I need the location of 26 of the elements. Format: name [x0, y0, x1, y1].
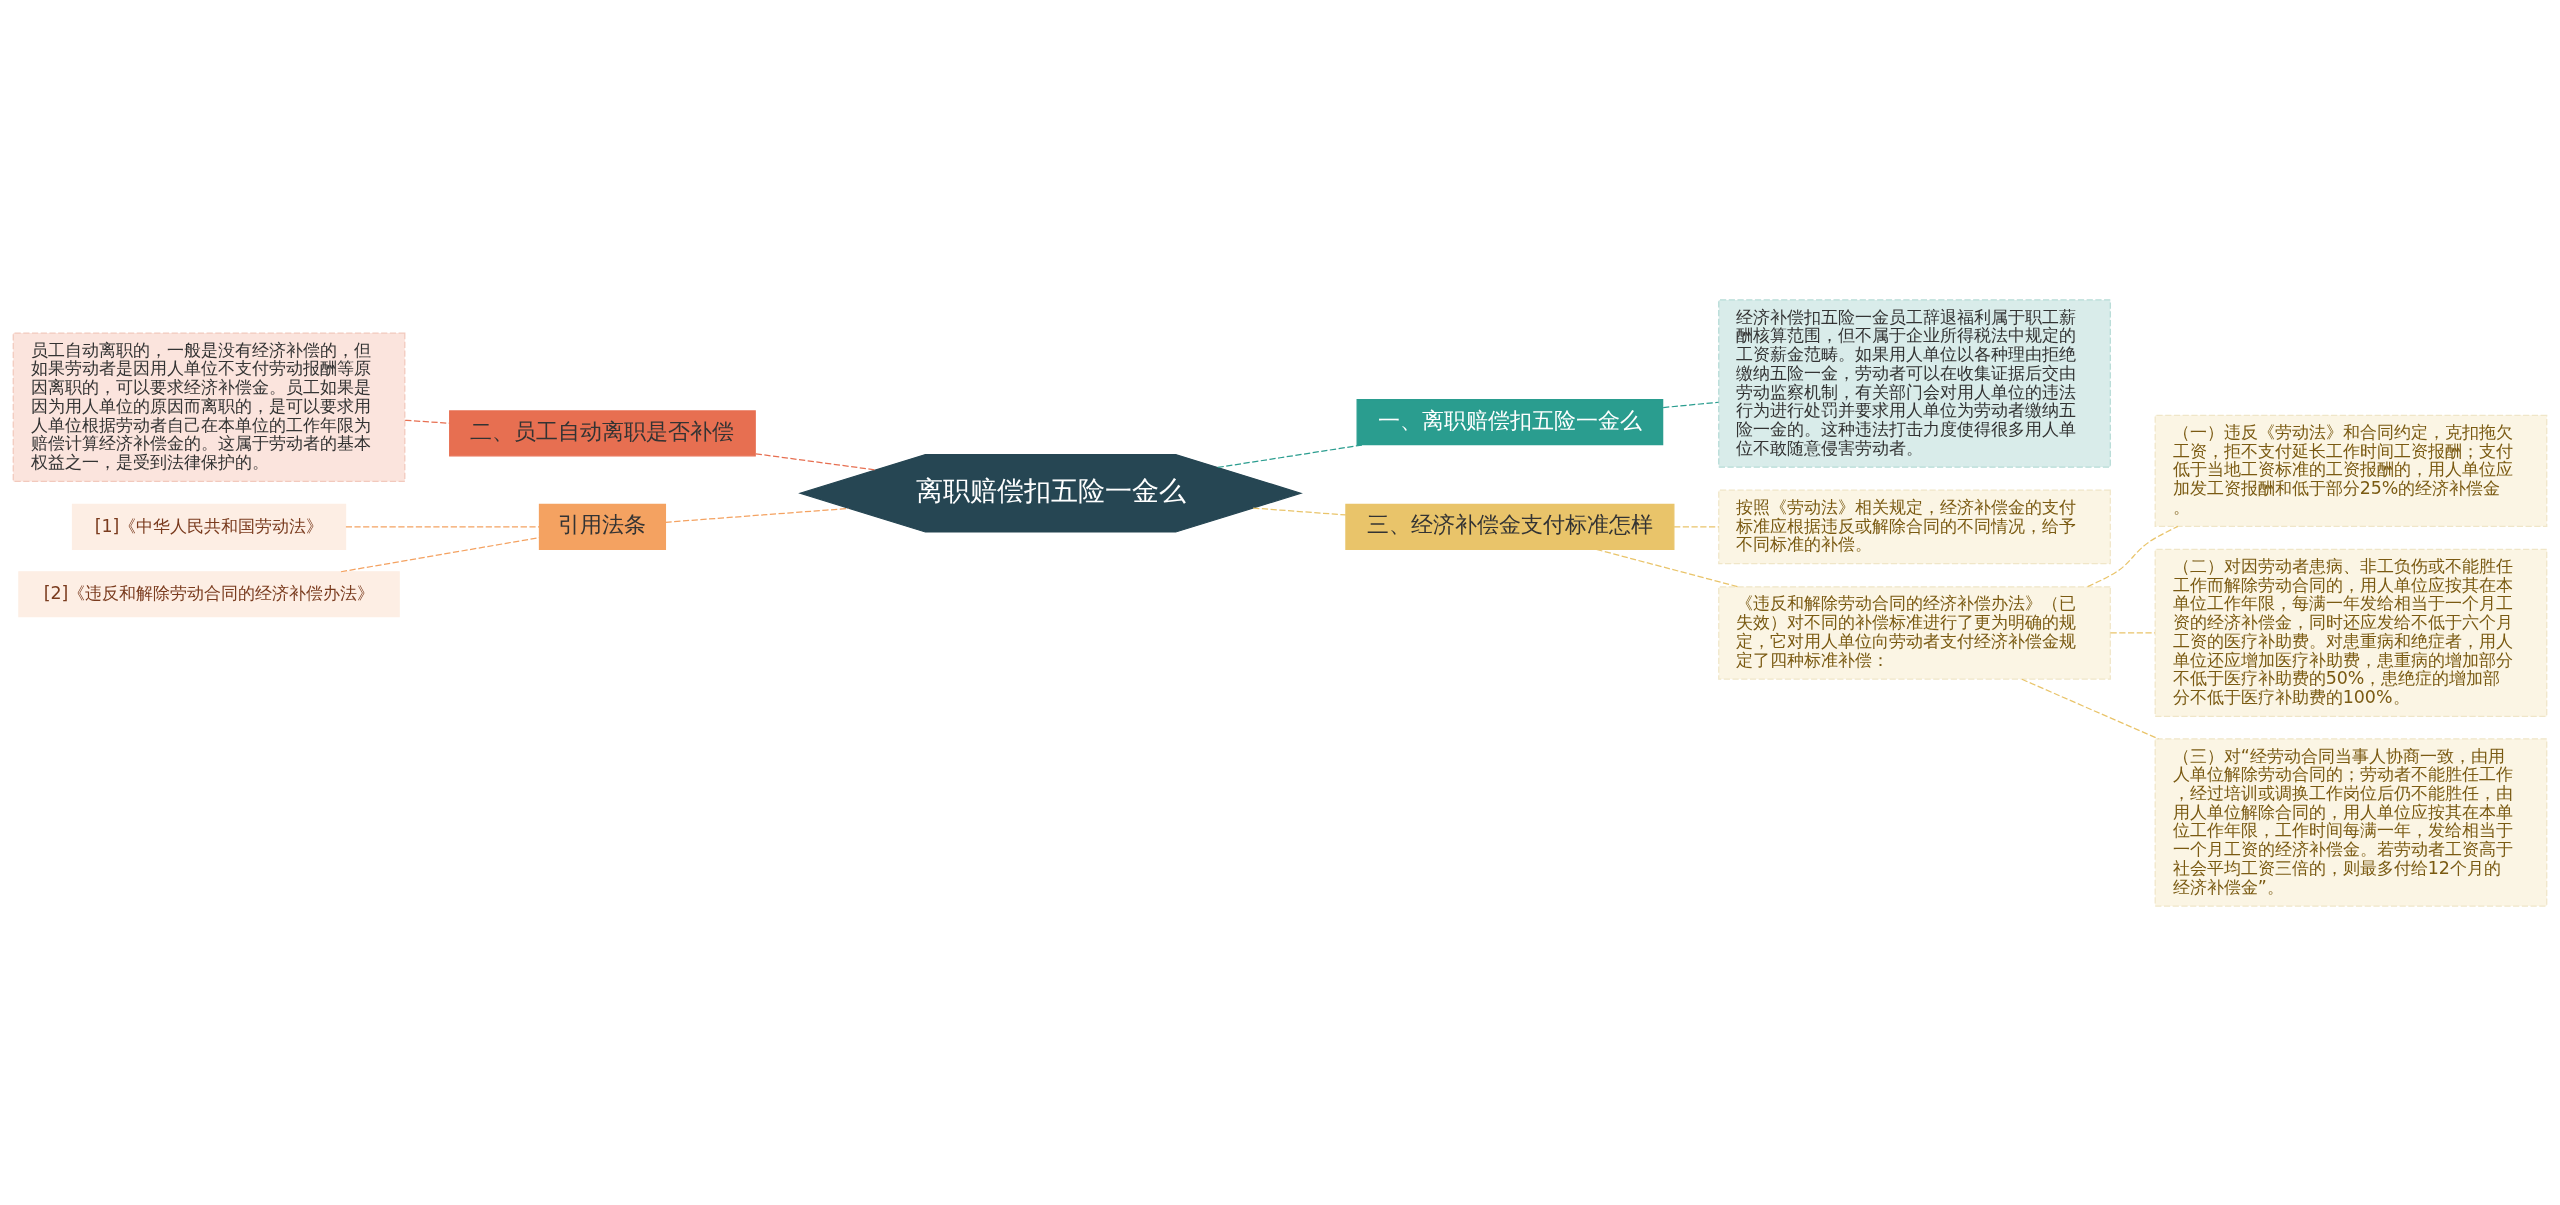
connector	[1217, 443, 1365, 468]
node-box: 二、员工自动离职是否补偿	[449, 409, 756, 456]
connector	[404, 419, 451, 424]
node-box: 一、离职赔偿扣五险一金么	[1356, 398, 1664, 445]
node-box: （一）违反《劳动法》和合同约定，克扣拖欠工资，拒不支付延长工作时间工资报酬；支付低于当地工资标准的工资报酬的，用人单位应加发工资报酬和低于部分25%的经济补偿金。	[2154, 414, 2548, 527]
connector	[345, 525, 540, 528]
connector	[2087, 525, 2179, 587]
node-box: 引用法条	[538, 503, 667, 550]
node-box: 三、经济补偿金支付标准怎样	[1345, 503, 1675, 550]
connector	[1595, 548, 1739, 587]
connector	[340, 536, 540, 572]
connector	[1252, 507, 1347, 516]
node-box: 按照《劳动法》相关规定，经济补偿金的支付标准应根据违反或解除合同的不同情况，给予不同标准的补偿。	[1718, 489, 2111, 564]
node-box: （二）对因劳动者患病、非工负伤或不能胜任工作而解除劳动合同的，用人单位应按其在本单位工作年限，每满一年发给相当于一个月工资的经济补偿金，同时还应发给不低于六个月工资的医疗补助费。对患重病和绝症者，用人单位还应增加医疗补助费，患重病的增加部分不低于医疗补助费的50%，患绝症的增加部分不低于医疗补助费的100%。	[2154, 548, 2548, 717]
connector	[2109, 631, 2156, 634]
node-box: [1]《中华人民共和国劳动法》	[71, 503, 347, 550]
connector	[755, 452, 876, 470]
node-box: [2]《违反和解除劳动合同的经济补偿办法》	[18, 570, 400, 617]
node-box: 员工自动离职的，一般是没有经济补偿的，但如果劳动者是因用人单位不支付劳动报酬等原因离职的，可以要求经济补偿金。员工如果是因为用人单位的原因而离职的，是可以要求用人单位根据劳动者自己在本单位的工作年限为赔偿计算经济补偿金的。这属于劳动者的基本权益之一，是受到法律保护的。	[12, 331, 406, 482]
connector	[1673, 525, 1720, 528]
node-box: 《违反和解除劳动合同的经济补偿办法》（已失效）对不同的补偿标准进行了更为明确的规定，它对用人单位向劳动者支付经济补偿金规定了四种标准补偿：	[1718, 585, 2111, 680]
node-box: 经济补偿扣五险一金员工辞退福利属于职工薪酬核算范围，但不属于企业所得税法中规定的工资薪金范畴。如果用人单位以各种理由拒绝缴纳五险一金，劳动者可以在收集证据后交由劳动监察机制，有关部门会对用人单位的违法行为进行处罚并要求用人单位为劳动者缴纳五险一金的。这种违法打击力度使得很多用人单位不敢随意侵害劳动者。	[1718, 298, 2111, 468]
node-box: （三）对“经劳动合同当事人协商一致，由用人单位解除劳动合同的；劳动者不能胜任工作，经过培训或调换工作岗位后仍不能胜任，由用人单位解除合同的，用人单位应按其在本单位工作年限，工作时间每满一年，发给相当于一个月工资的经济补偿金。若劳动者工资高于社会平均工资三倍的，则最多付给12个月的经济补偿金”。	[2154, 737, 2548, 907]
connector	[2021, 678, 2159, 739]
connector	[1662, 401, 1720, 408]
connector	[665, 507, 850, 523]
